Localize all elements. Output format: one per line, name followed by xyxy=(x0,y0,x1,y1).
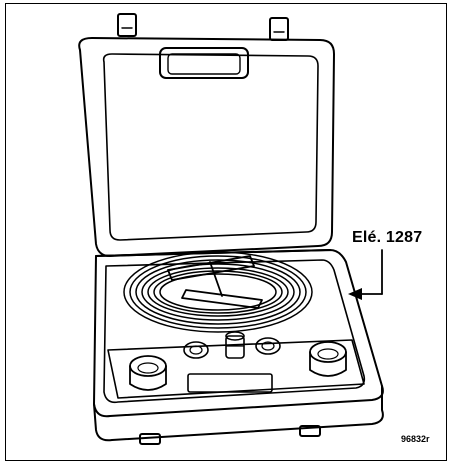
reference-code: 96832r xyxy=(401,434,430,444)
lid-outer-shell xyxy=(78,37,335,257)
foot-right xyxy=(299,425,321,437)
latch-left xyxy=(117,13,137,37)
latch-right xyxy=(269,17,289,41)
lid-handle xyxy=(159,47,249,79)
callout-label: Elé. 1287 xyxy=(352,229,423,246)
coiled-hose xyxy=(123,251,313,333)
foot-left xyxy=(139,433,161,445)
callout-arrow xyxy=(357,249,383,295)
clamp-tool xyxy=(167,255,263,309)
fitting-center xyxy=(225,331,245,359)
fittings-tray xyxy=(107,339,365,399)
knob-right xyxy=(309,341,347,377)
label-plate xyxy=(187,373,273,393)
fitting-right xyxy=(255,337,281,355)
knob-left xyxy=(129,355,167,391)
lid-inner-panel xyxy=(102,53,319,241)
fitting-left xyxy=(183,341,209,359)
figure-frame xyxy=(5,3,447,461)
